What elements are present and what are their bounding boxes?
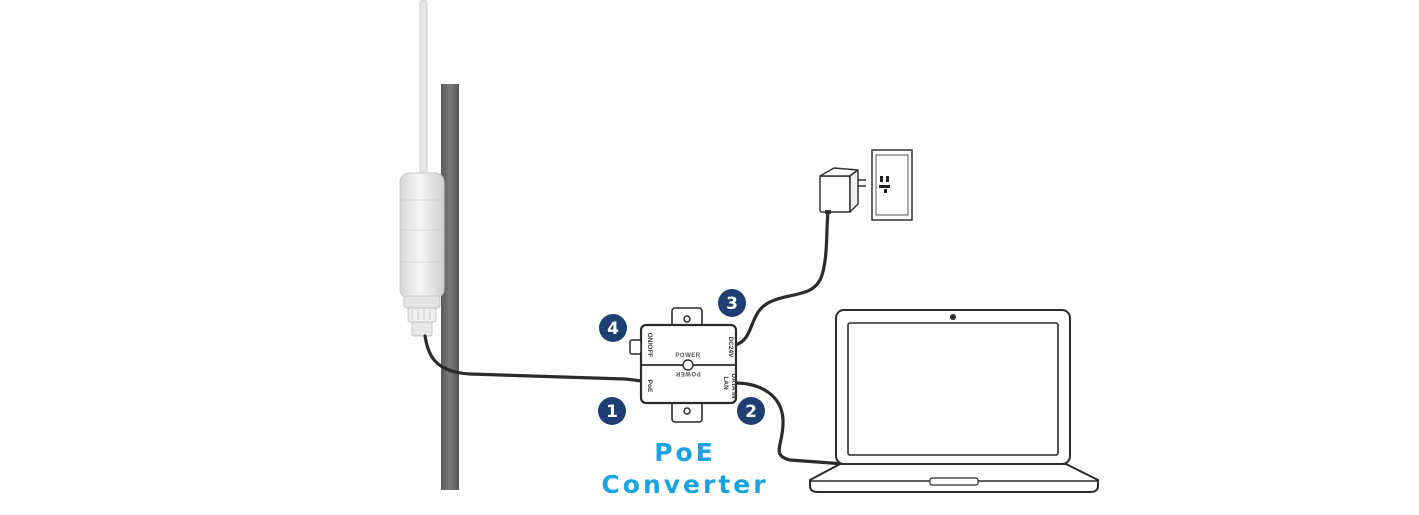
step-badge-4: 4: [599, 314, 627, 342]
caption-line-1: PoE: [654, 438, 716, 467]
step-badge-2: 2: [737, 397, 765, 425]
step-number: 2: [745, 402, 757, 422]
step-badge-3: 3: [718, 289, 746, 317]
center-label-bottom: POWER: [675, 370, 700, 376]
port-label-poe: PoE: [646, 380, 653, 393]
port-label-lan: LAN: [722, 376, 729, 390]
outdoor-access-point: [399, 0, 445, 337]
power-cable: [733, 210, 830, 347]
webcam-icon: [950, 314, 956, 320]
poe-cable: [423, 334, 643, 383]
step-badge-1: 1: [598, 397, 626, 425]
poe-converter: POWER POWER ON/OFF PoE DC24V LAN DATA IN: [629, 307, 738, 423]
step-number: 3: [726, 294, 738, 314]
antenna-icon: [419, 0, 428, 186]
power-adapter-icon: [819, 167, 866, 214]
mounting-pole: [441, 84, 459, 490]
caption-line-2: Converter: [601, 470, 769, 499]
step-number: 1: [606, 402, 618, 422]
center-label-top: POWER: [675, 353, 700, 359]
wall-outlet-icon: [871, 149, 913, 221]
power-led-icon: [682, 359, 694, 371]
port-label-onoff: ON/OFF: [646, 333, 653, 358]
lan-cable: [733, 381, 847, 466]
port-label-dc: DC24V: [727, 337, 734, 359]
onoff-switch: [629, 339, 642, 355]
laptop-icon: [809, 309, 1099, 493]
port-label-data-in: DATA IN: [730, 373, 737, 398]
step-number: 4: [607, 319, 619, 339]
